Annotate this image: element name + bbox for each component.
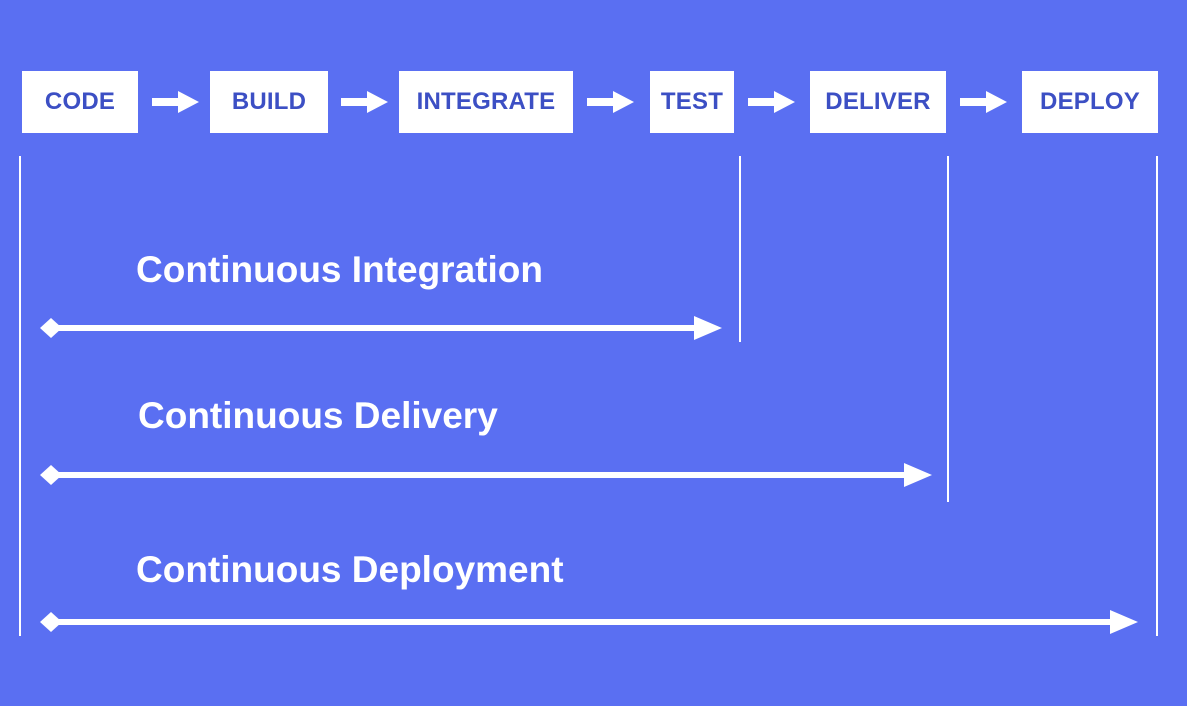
- arrow-right-icon: [587, 91, 634, 113]
- continuous-integration-span-arrow: [40, 316, 722, 340]
- stage-test: TEST: [650, 71, 734, 133]
- boundary-line-start: [19, 156, 21, 636]
- continuous-delivery-label: Continuous Delivery: [138, 395, 498, 436]
- boundary-line-deliver: [947, 156, 949, 502]
- arrow-right-icon: [152, 91, 199, 113]
- stage-build: BUILD: [210, 71, 328, 133]
- arrow-right-icon: [341, 91, 388, 113]
- arrow-right-icon: [960, 91, 1007, 113]
- stage-code: CODE: [22, 71, 138, 133]
- stage-deliver: DELIVER: [810, 71, 946, 133]
- boundary-line-deploy: [1156, 156, 1158, 636]
- arrow-right-icon: [748, 91, 795, 113]
- stage-deploy: DEPLOY: [1022, 71, 1158, 133]
- stage-integrate: INTEGRATE: [399, 71, 573, 133]
- continuous-deployment-span-arrow: [40, 610, 1138, 634]
- boundary-line-test: [739, 156, 741, 342]
- continuous-integration-label: Continuous Integration: [136, 249, 543, 290]
- continuous-delivery-span-arrow: [40, 463, 932, 487]
- continuous-deployment-label: Continuous Deployment: [136, 549, 564, 590]
